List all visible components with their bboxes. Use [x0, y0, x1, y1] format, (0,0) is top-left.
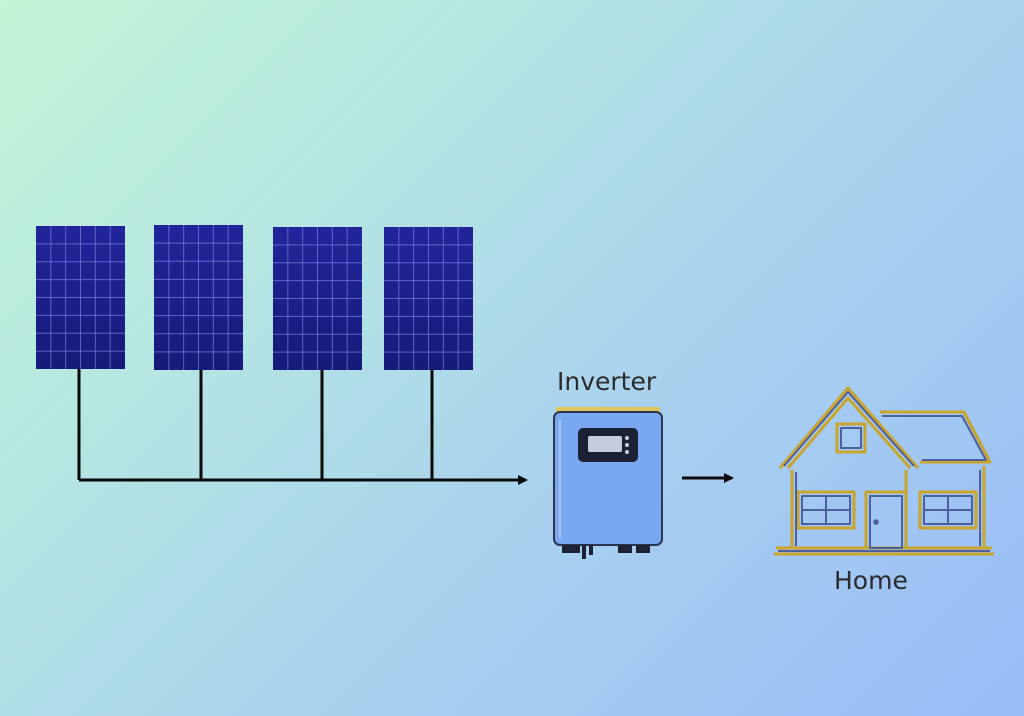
solar-panel-icon	[154, 225, 243, 370]
inverter-label: Inverter	[557, 367, 657, 396]
solar-panel-icon	[384, 227, 473, 370]
house-icon	[774, 386, 994, 556]
solar-panel-icon	[36, 226, 125, 369]
wiring	[77, 368, 734, 485]
inverter-icon	[553, 407, 663, 559]
solar-panel-icon	[273, 227, 362, 370]
solar-panels	[36, 225, 473, 370]
home-label: Home	[834, 566, 908, 595]
